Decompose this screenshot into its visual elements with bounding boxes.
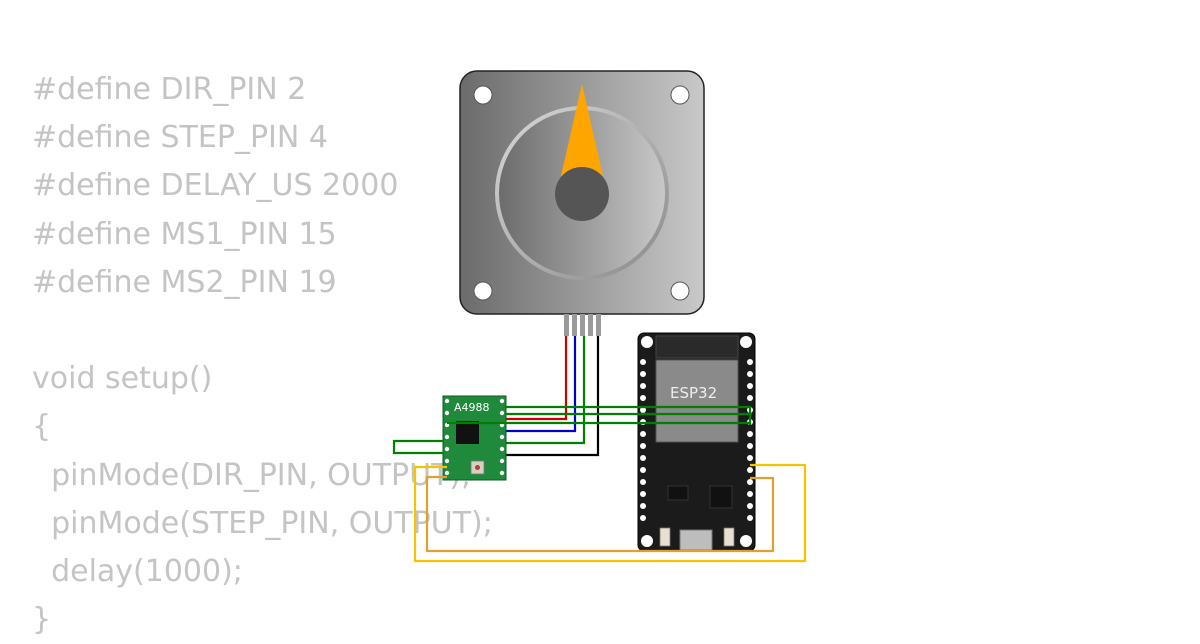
driver-pins-left: [444, 398, 450, 476]
motor-pin: [564, 314, 569, 336]
code-line: {: [32, 409, 52, 445]
motor-pin: [580, 314, 585, 336]
wire-orange: [425, 475, 775, 553]
stepper-motor[interactable]: [459, 70, 705, 336]
board-pins-right: [747, 359, 753, 521]
board-hole: [641, 336, 653, 348]
motor-pointer: [561, 84, 603, 176]
power-wires: [413, 463, 807, 563]
circuit-diagram: A4988 ESP32: [392, 70, 807, 563]
motor-wires: [505, 336, 600, 457]
code-line: #define STEP_PIN 4: [32, 120, 328, 156]
code-line: void setup(): [32, 361, 213, 397]
usb-chip: [709, 485, 733, 509]
antenna: [655, 335, 739, 359]
code-line: #define MS1_PIN 15: [32, 216, 337, 252]
motor-pin: [588, 314, 593, 336]
mount-hole: [670, 85, 690, 105]
signal-wires: [392, 405, 752, 455]
motor-pin: [596, 314, 601, 336]
mount-hole: [473, 85, 493, 105]
code-line: #define DELAY_US 2000: [32, 168, 399, 204]
usb-port[interactable]: [679, 529, 713, 551]
driver-label: A4988: [454, 401, 490, 414]
board-hole: [740, 336, 752, 348]
wire-blue: [505, 336, 577, 433]
wire-red: [505, 336, 568, 421]
wire-green-top: [505, 405, 752, 425]
board-label: ESP32: [670, 384, 717, 402]
wire-black: [505, 336, 600, 457]
driver-chip: [456, 421, 479, 444]
code-line: delay(1000);: [32, 553, 243, 589]
esp32-board[interactable]: ESP32: [637, 332, 756, 552]
regulator: [667, 485, 689, 501]
mount-hole: [670, 281, 690, 301]
code-line: #define MS2_PIN 19: [32, 264, 337, 300]
code-line: pinMode(STEP_PIN, OUTPUT);: [32, 505, 493, 541]
wire-green: [505, 336, 586, 445]
motor-shaft: [555, 167, 609, 221]
board-hole: [740, 535, 752, 547]
a4988-driver[interactable]: A4988: [442, 395, 507, 481]
code-line: }: [32, 602, 52, 638]
board-hole: [641, 535, 653, 547]
boot-button[interactable]: [723, 527, 735, 547]
wire-yellow: [413, 463, 807, 563]
esp32-module: [655, 359, 739, 443]
wire-green-loop: [392, 439, 443, 455]
mount-hole: [473, 281, 493, 301]
code-line: #define DIR_PIN 2: [32, 72, 307, 107]
motor-pin: [572, 314, 577, 336]
driver-pins-right: [499, 398, 505, 476]
driver-pot-knob: [475, 465, 480, 470]
code-snippet: #define DIR_PIN 2 #define STEP_PIN 4 #de…: [32, 66, 493, 644]
en-button[interactable]: [659, 527, 671, 547]
